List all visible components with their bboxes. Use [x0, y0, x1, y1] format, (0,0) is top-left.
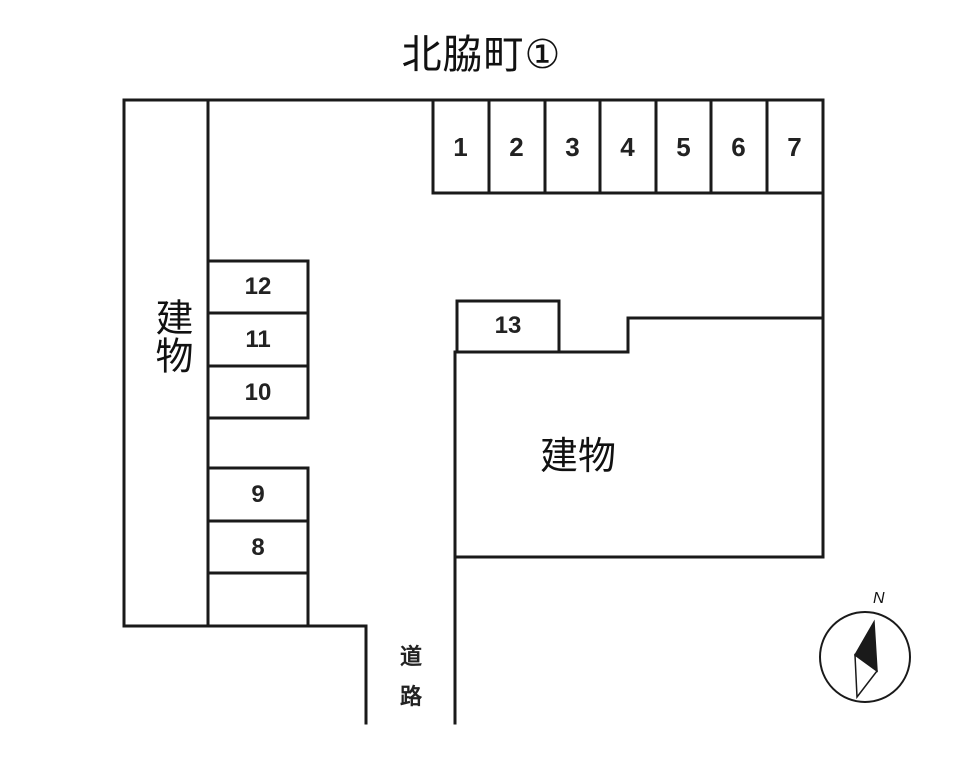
parking-space-5: 5 — [676, 132, 691, 162]
parking-space-2: 2 — [509, 132, 524, 162]
road-char-2: 路 — [399, 685, 422, 710]
parking-space-10: 10 — [244, 379, 272, 406]
left-building-label: 建物 — [149, 298, 193, 374]
parking-space-6: 6 — [731, 132, 746, 162]
parking-space-7: 7 — [787, 132, 802, 162]
map-title: 北脇町① — [401, 32, 562, 78]
road-char-1: 道 — [399, 645, 422, 670]
right-building-label: 建物 — [540, 434, 617, 478]
parking-space-11: 11 — [245, 326, 271, 353]
north-arrow-icon: N — [873, 590, 885, 607]
parking-space-3: 3 — [565, 132, 580, 162]
compass — [819, 611, 911, 703]
parking-space-1: 1 — [453, 132, 468, 162]
parking-space-12: 12 — [244, 273, 272, 300]
road-label: 道 路 — [396, 638, 426, 718]
parking-space-4: 4 — [620, 132, 635, 162]
parking-space-13: 13 — [494, 312, 522, 339]
parking-space-8: 8 — [251, 534, 265, 561]
parking-space-9: 9 — [251, 481, 265, 508]
